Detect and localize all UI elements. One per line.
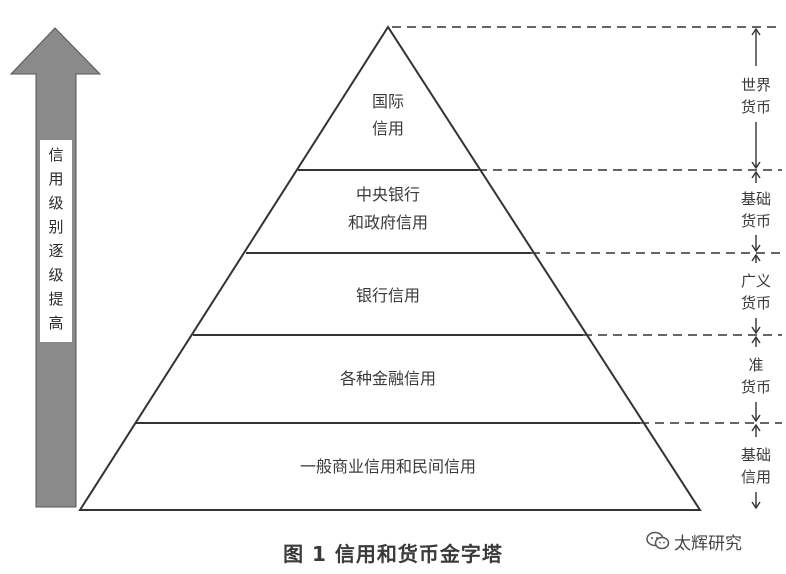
svg-text:货币: 货币 [741, 212, 771, 230]
svg-text:一般商业信用和民间信用: 一般商业信用和民间信用 [300, 457, 476, 476]
side-label-5: 基础 信用 [741, 446, 771, 486]
pyramid-level-5: 一般商业信用和民间信用 [300, 457, 476, 476]
svg-text:货币: 货币 [741, 98, 771, 116]
arrow-label-char: 信 [48, 146, 63, 164]
dimension-arrows [751, 27, 761, 510]
svg-text:信用: 信用 [372, 119, 404, 138]
svg-text:基础: 基础 [741, 190, 771, 208]
arrow-label-char: 级 [48, 194, 63, 212]
svg-text:世界: 世界 [741, 76, 771, 94]
svg-text:基础: 基础 [741, 446, 771, 464]
pyramid-level-1: 国际 信用 [372, 92, 404, 138]
svg-text:各种金融信用: 各种金融信用 [340, 369, 436, 388]
side-label-3: 广义 货币 [741, 272, 771, 312]
arrow-label: 信 用 级 别 逐 级 提 高 [48, 146, 63, 332]
pyramid-level-4: 各种金融信用 [340, 369, 436, 388]
figure-caption: 图 1 信用和货币金字塔 [283, 542, 503, 566]
svg-text:货币: 货币 [741, 378, 771, 396]
watermark-text: 太辉研究 [674, 533, 742, 554]
pyramid-outline [78, 25, 702, 511]
side-label-4: 准 货币 [741, 356, 771, 396]
svg-text:信用: 信用 [741, 468, 771, 486]
side-label-1: 世界 货币 [741, 76, 771, 116]
watermark: 太辉研究 [646, 526, 786, 556]
arrow-label-char: 高 [48, 314, 63, 332]
arrow-label-char: 别 [48, 218, 63, 236]
svg-text:货币: 货币 [741, 294, 771, 312]
pyramid-level-2: 中央银行 和政府信用 [348, 185, 428, 232]
svg-text:准: 准 [748, 356, 763, 374]
arrow-label-char: 逐 [48, 242, 63, 260]
arrow-label-char: 用 [48, 170, 63, 188]
pyramid-level-3: 银行信用 [356, 286, 420, 305]
arrow-label-panel [40, 140, 72, 342]
svg-text:广义: 广义 [741, 272, 771, 290]
wechat-icon [646, 531, 670, 550]
svg-text:中央银行: 中央银行 [356, 185, 420, 204]
svg-text:银行信用: 银行信用 [356, 286, 420, 305]
svg-text:国际: 国际 [372, 92, 404, 111]
svg-text:和政府信用: 和政府信用 [348, 213, 428, 232]
arrow-label-char: 级 [48, 266, 63, 284]
side-label-2: 基础 货币 [741, 190, 771, 230]
arrow-label-char: 提 [48, 290, 63, 308]
